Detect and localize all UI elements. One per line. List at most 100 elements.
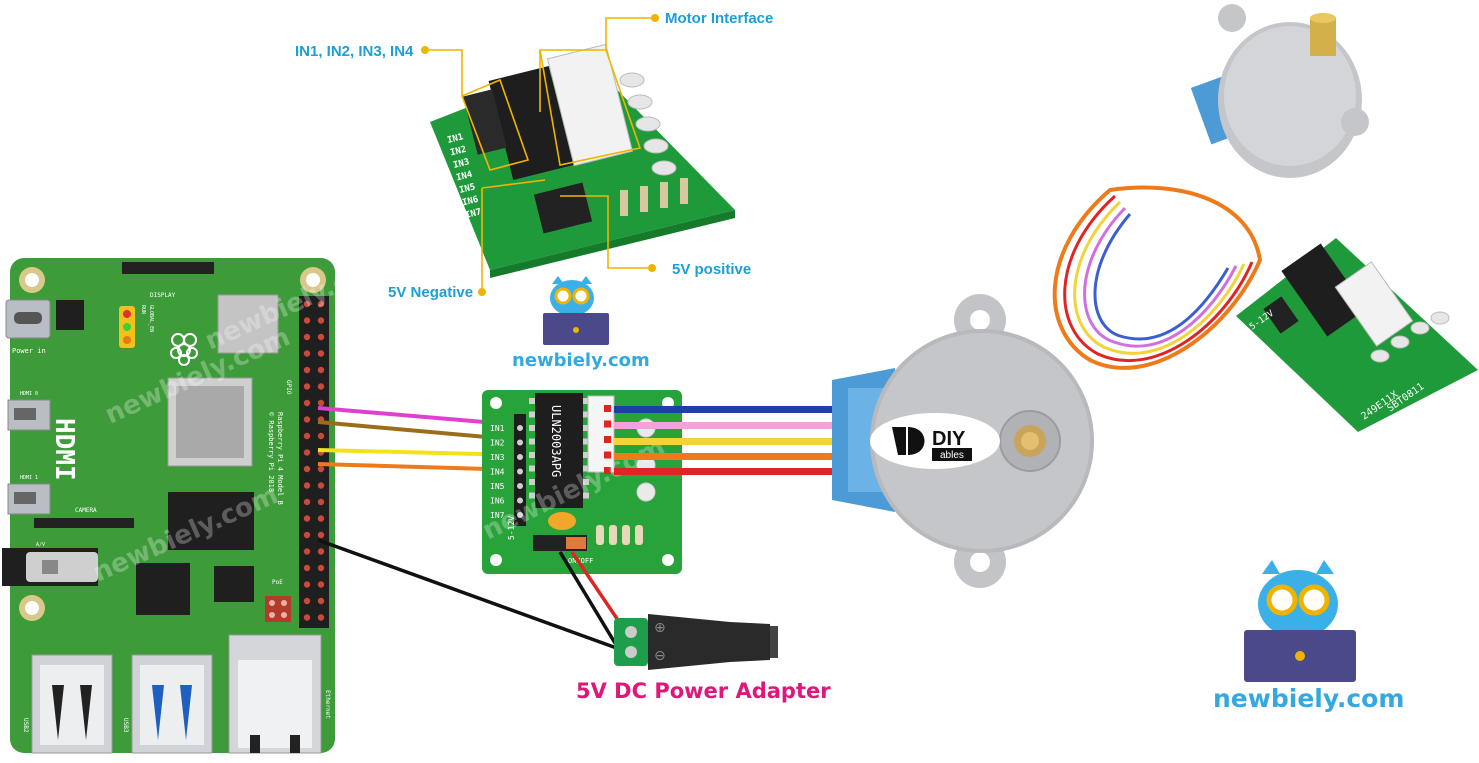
photo-chip [488,66,574,180]
gpio-pins [303,300,325,621]
driver-pin-label: IN5 [490,482,505,491]
display-connector [122,262,214,274]
resistors [596,525,643,545]
gpio-pin [317,350,325,357]
pmic-chip [56,300,84,330]
gpio-pin [303,399,311,407]
gpio-pin [303,581,311,588]
driver-voltage-label: 5-12V [507,516,516,540]
small-photo-connector [1334,261,1414,347]
wire-gnd-black [317,538,623,652]
stepper-motor: DIY ables [832,294,1094,588]
gpio-pin [303,350,311,357]
photo-wire-bundle [1052,185,1263,370]
gpio-pin [317,465,325,473]
usb3-label: USB3 [122,718,129,733]
gpio-pin [303,432,311,440]
driver-pin-label: IN2 [490,439,505,448]
5v-negative-label: 5V Negative [388,284,473,301]
rpi-model-label: Raspberry Pi 4 Model B [276,412,284,505]
gpio-pin [303,416,311,423]
gpio-pin [303,548,311,555]
motor-connector [587,395,615,473]
gpio-pin [317,317,325,324]
motor-interface-label: Motor Interface [665,10,773,27]
wire-blue [614,406,836,413]
gpio-pin [317,366,325,374]
photo-in-pins [463,89,507,155]
gpio-pin [317,399,325,407]
chip-label: ULN2003APG [549,405,563,477]
driver-pin-label: IN3 [490,453,505,462]
small-chip [214,566,254,602]
uln2003-chip [535,393,583,508]
ables-logo-text: ables [940,450,964,461]
gpio-pin [317,548,325,555]
gpio-label: GPIO [285,380,292,395]
brand-site-large: newbiely.com [1213,684,1404,713]
hdmi0-label: HDMI 0 [20,391,38,397]
stepper-motor-photo [1052,4,1369,370]
driver-pin-label: IN1 [490,424,505,433]
power-in-label: Power in [12,347,46,355]
gpio-pin [317,597,325,605]
photo-pin-label: IN6 [461,195,479,209]
photo-pin-label: IN7 [464,207,482,221]
power-adapter-label: 5V DC Power Adapter [576,679,831,703]
newbiely-owl-logo-large [1244,560,1356,682]
gpio-pin [317,531,325,539]
photo-pin-label: IN4 [455,170,474,184]
raspberry-logo-icon [170,333,198,366]
photo-pin-label: IN2 [449,145,467,159]
usb-controller-chip [136,563,190,615]
gpio-header [299,296,329,628]
wire-adapter-black [558,551,620,649]
gpio-pin [317,614,325,621]
5v-positive-label: 5V positive [672,261,751,278]
gpio-pin [317,482,325,489]
gpio-pin [303,515,311,522]
gpio-pin [303,498,311,506]
gpio-pin [317,333,325,341]
newbiely-owl-logo-small [543,276,609,345]
gpio-pin [317,300,325,308]
gpio-pin [303,317,311,324]
gpio-pin [303,482,311,489]
dc-power-adapter: ⊕ ⊖ [614,614,778,670]
wire-orange [614,453,836,460]
motor-wires [614,406,836,475]
small-photo-chip [1281,243,1367,337]
camera-connector [34,518,134,528]
small-driver-photo: 5-12V SBT0811 249E11X [1236,238,1478,432]
gpio-pin [303,383,311,390]
gpio-pin [317,515,325,522]
gpio-pin [317,564,325,572]
gpio-pin [317,498,325,506]
svg-text:⊖: ⊖ [654,647,666,663]
poe-label: PoE [272,579,283,586]
gpio-pin [317,581,325,588]
wire-pink [614,422,836,429]
wire-red [614,468,836,475]
adapter-barrel [648,614,770,670]
gpio-pin [303,597,311,605]
camera-label: CAMERA [75,507,97,514]
gpio-pin [303,300,311,308]
run-label: RUN [140,305,146,314]
driver-pin-label: IN6 [490,497,505,506]
gpio-pin [303,531,311,539]
raspberry-pi-board: DISPLAY Power in RUN GLOBAL_EN HDMI [2,248,395,754]
svg-text:⊕: ⊕ [654,619,666,635]
hdmi1-label: HDMI 1 [20,475,38,481]
gpio-pin [317,432,325,440]
poe-header [265,596,291,622]
gpio-pin [303,366,311,374]
driver-pin-label: IN4 [490,468,505,477]
diyables-logo-icon: DIY ables [870,413,1000,469]
ram-chip [217,294,279,354]
switch-label: ON/OFF [568,557,593,565]
driver-pin-label: IN7 [490,511,505,520]
